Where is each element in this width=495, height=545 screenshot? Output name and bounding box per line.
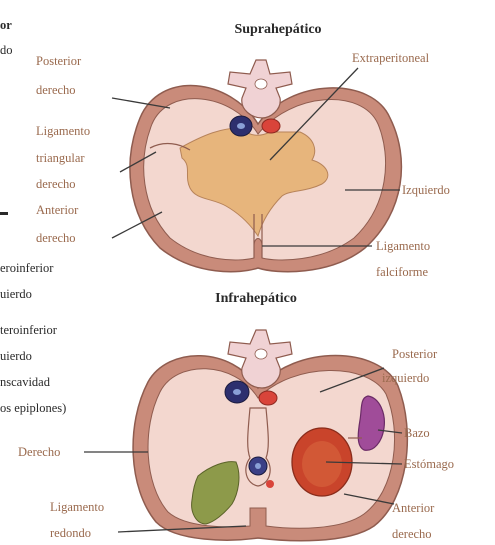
label-izquierdo: Izquierdo	[402, 183, 450, 197]
label-ligamento-triangular-2: triangular	[36, 151, 85, 165]
edge-fragment-6: uierdo	[0, 349, 32, 363]
suprahepatico-section: Suprahepático Posterior derecho Ligament…	[36, 22, 450, 279]
edge-dash	[0, 212, 8, 215]
label-ligamento-triangular-1: Ligamento	[36, 124, 90, 138]
label-bazo: Bazo	[404, 426, 430, 440]
label-ligamento-redondo-1: Ligamento	[50, 500, 104, 514]
label-ligamento-triangular-3: derecho	[36, 177, 76, 191]
suprahepatico-title: Suprahepático	[234, 22, 321, 37]
label-anterior-derecho-2: derecho	[36, 231, 76, 245]
label-posterior-derecho-2: derecho	[36, 83, 76, 97]
edge-fragment-3: eroinferior	[0, 261, 54, 275]
infrahepatico-section: Infrahepático Posterior izquierdo B	[18, 291, 454, 541]
label-anterior-derecho-infra-2: derecho	[392, 527, 432, 541]
suprahepatic-aorta	[262, 119, 280, 133]
label-extraperitoneal: Extraperitoneal	[352, 51, 430, 65]
label-ligamento-falciforme-2: falciforme	[376, 265, 429, 279]
edge-fragment-5: teroinferior	[0, 323, 58, 337]
label-derecho: Derecho	[18, 445, 60, 459]
edge-fragment-8: os epiplones)	[0, 401, 66, 415]
label-ligamento-redondo-2: redondo	[50, 526, 91, 540]
infrahepatico-title: Infrahepático	[215, 291, 297, 306]
label-anterior-derecho-infra-1: Anterior	[392, 501, 435, 515]
edge-fragment-2: do	[0, 43, 13, 57]
label-posterior-derecho-1: Posterior	[36, 54, 82, 68]
label-anterior-derecho-1: Anterior	[36, 203, 79, 217]
edge-fragment-7: nscavidad	[0, 375, 51, 389]
label-posterior-izquierdo-1: Posterior	[392, 347, 438, 361]
infrahepatic-aorta	[259, 391, 277, 405]
label-estomago: Estómago	[404, 457, 454, 471]
edge-fragment-1: or	[0, 18, 12, 32]
label-ligamento-falciforme-1: Ligamento	[376, 239, 430, 253]
label-posterior-izquierdo-2: izquierdo	[382, 371, 429, 385]
edge-fragment-4: uierdo	[0, 287, 32, 301]
